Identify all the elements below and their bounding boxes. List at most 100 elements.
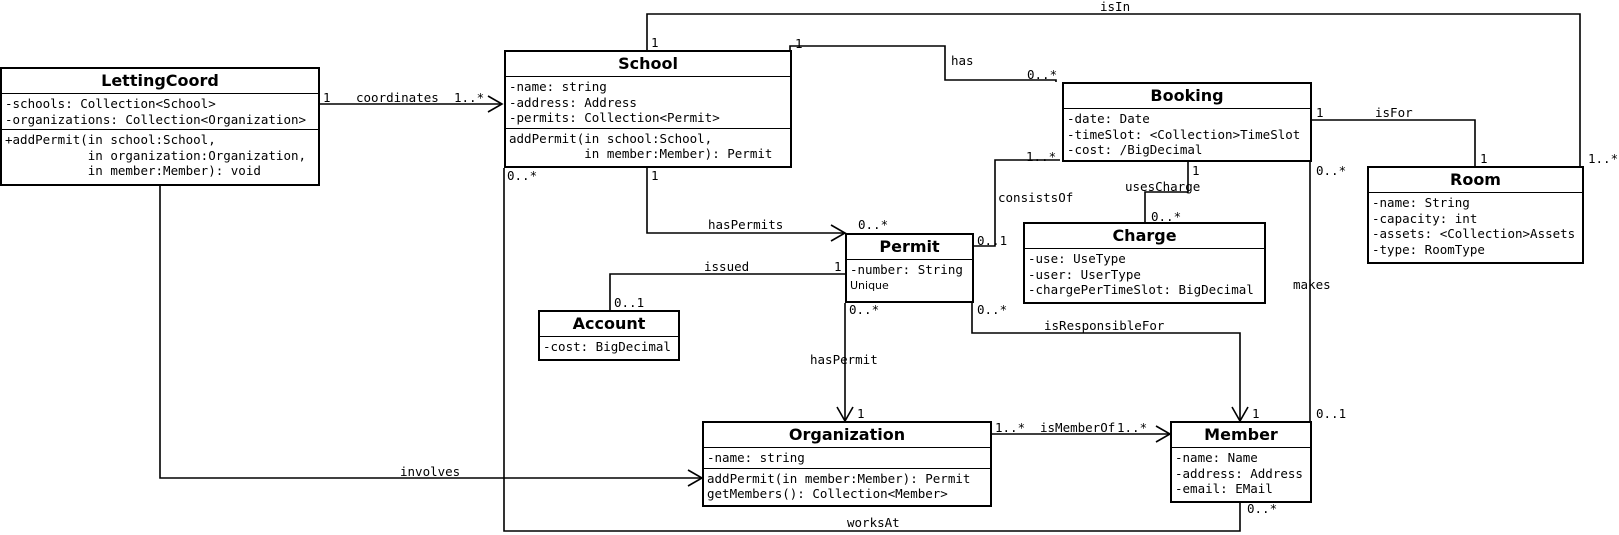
edge-involves [159, 186, 702, 479]
edge-issued [609, 273, 845, 310]
mult-isFor-dst: 1 [1480, 151, 1488, 166]
label-isIn: isIn [1100, 0, 1131, 14]
attribute: -name: Name [1175, 450, 1258, 465]
class-school[interactable]: School -name: string-address: Address-pe… [504, 50, 792, 168]
class-operations: addPermit(in school:School, in member:Me… [506, 127, 790, 164]
class-charge[interactable]: Charge -use: UseType-user: UserType-char… [1023, 222, 1266, 304]
mult-isResponsibleFor-src: 0..* [977, 302, 1008, 317]
mult-hasPermits-src: 1 [651, 168, 659, 183]
class-attributes: -name: string-address: Address-permits: … [506, 77, 790, 128]
attribute: -capacity: int [1372, 210, 1478, 226]
class-name: Booking [1064, 84, 1310, 109]
class-name: Permit [847, 235, 972, 260]
attribute: -schools: Collection<School> [5, 96, 216, 111]
mult-isMemberOf-dst: 1..* [1117, 420, 1148, 435]
class-member[interactable]: Member -name: Name-address: Address-emai… [1170, 421, 1312, 503]
mult-isIn-src: 1 [651, 35, 659, 50]
class-account[interactable]: Account -cost: BigDecimal [538, 310, 680, 361]
label-consistsOf: consistsOf [998, 190, 1074, 205]
class-attributes: -name: Name-address: Address-email: EMai… [1172, 448, 1310, 499]
edge-isResponsibleFor [971, 300, 1241, 421]
class-attributes: -date: Date-timeSlot: <Collection>TimeSl… [1064, 109, 1310, 160]
class-name: Charge [1025, 224, 1264, 249]
class-attributes: -name: string [704, 448, 990, 468]
attribute: -name: String [1372, 195, 1470, 210]
mult-consistsOf-dst: 0..1 [977, 233, 1008, 248]
attribute: -date: Date [1067, 111, 1150, 126]
attribute: -address: Address [509, 94, 637, 110]
mult-coordinates-dst: 1..* [454, 90, 485, 105]
edge-usesCharge [1144, 162, 1189, 222]
class-name: Account [540, 312, 678, 337]
attribute: -name: string [707, 450, 805, 465]
arrowhead-coordinates [487, 95, 504, 113]
mult-isIn-dst: 1..* [1588, 151, 1619, 166]
attribute: -number: String [850, 262, 963, 277]
label-issued: issued [704, 259, 750, 274]
label-has: has [951, 53, 974, 68]
attribute-note: Unique [850, 278, 889, 292]
label-isFor: isFor [1375, 105, 1413, 120]
mult-school-worksAt: 0..* [507, 168, 538, 183]
edge-consistsOf [972, 159, 1060, 247]
attribute: -permits: Collection<Permit> [509, 110, 720, 125]
class-attributes: -cost: BigDecimal [540, 337, 678, 357]
mult-coordinates-src: 1 [323, 90, 331, 105]
attribute: -type: RoomType [1372, 241, 1485, 257]
mult-has-dst: 0..* [1027, 67, 1058, 82]
edge-worksAt [503, 168, 1241, 532]
attribute: -email: EMail [1175, 481, 1273, 496]
attribute: -cost: BigDecimal [543, 339, 671, 354]
class-room[interactable]: Room -name: String-capacity: int-assets:… [1367, 166, 1584, 264]
label-worksAt: worksAt [847, 515, 900, 530]
class-name: LettingCoord [2, 69, 318, 94]
attribute: -chargePerTimeSlot: BigDecimal [1028, 282, 1254, 297]
label-hasPermit: hasPermit [810, 352, 878, 367]
class-operations: +addPermit(in school:School, in organiza… [2, 129, 318, 181]
mult-issued-dst: 0..1 [614, 295, 645, 310]
class-attributes: -schools: Collection<School>-organizatio… [2, 94, 318, 129]
operation: addPermit(in school:School, in member:Me… [509, 130, 773, 162]
mult-makes-dst: 0..1 [1316, 406, 1347, 421]
edge-hasPermits [646, 168, 845, 234]
label-isResponsibleFor: isResponsibleFor [1044, 318, 1165, 333]
attribute: -assets: <Collection>Assets [1372, 226, 1576, 241]
class-name: School [506, 52, 790, 77]
label-makes: makes [1293, 277, 1331, 292]
class-name: Room [1369, 168, 1582, 193]
mult-issued-src: 1 [834, 259, 842, 274]
class-name: Organization [704, 423, 990, 448]
label-coordinates: coordinates [356, 90, 439, 105]
attribute: -name: string [509, 79, 607, 94]
attribute: -cost: /BigDecimal [1067, 142, 1203, 157]
class-booking[interactable]: Booking -date: Date-timeSlot: <Collectio… [1062, 82, 1312, 162]
edge-has [789, 45, 1057, 82]
attribute: -organizations: Collection<Organization> [5, 111, 307, 127]
mult-usesCharge-dst: 0..* [1151, 209, 1182, 224]
mult-makes-src: 0..* [1316, 163, 1347, 178]
mult-hasPermits-dst: 0..* [858, 217, 889, 232]
class-lettingcoord[interactable]: LettingCoord -schools: Collection<School… [0, 67, 320, 186]
mult-isMemberOf-src: 1..* [995, 420, 1026, 435]
mult-worksAt-dst: 0..* [1247, 501, 1278, 516]
class-attributes: -use: UseType-user: UserType-chargePerTi… [1025, 249, 1264, 300]
operation: getMembers(): Collection<Member> [707, 486, 948, 501]
label-hasPermits: hasPermits [708, 217, 784, 232]
label-involves: involves [400, 464, 461, 479]
mult-usesCharge-src: 1 [1192, 163, 1200, 178]
edge-isFor [1310, 119, 1476, 166]
operation: addPermit(in member:Member): Permit [707, 470, 971, 486]
attribute: -timeSlot: <Collection>TimeSlot [1067, 126, 1301, 142]
attribute: -user: UserType [1028, 266, 1141, 282]
label-isMemberOf: isMemberOf [1040, 420, 1116, 435]
mult-consistsOf-src: 1..* [1026, 149, 1057, 164]
mult-hasPermit-dst: 1 [857, 406, 865, 421]
mult-hasPermit-src: 0..* [849, 302, 880, 317]
operation: +addPermit(in school:School, in organiza… [5, 132, 307, 178]
attribute: -address: Address [1175, 465, 1303, 481]
mult-isFor-src: 1 [1316, 105, 1324, 120]
class-organization[interactable]: Organization -name: string addPermit(in … [702, 421, 992, 507]
